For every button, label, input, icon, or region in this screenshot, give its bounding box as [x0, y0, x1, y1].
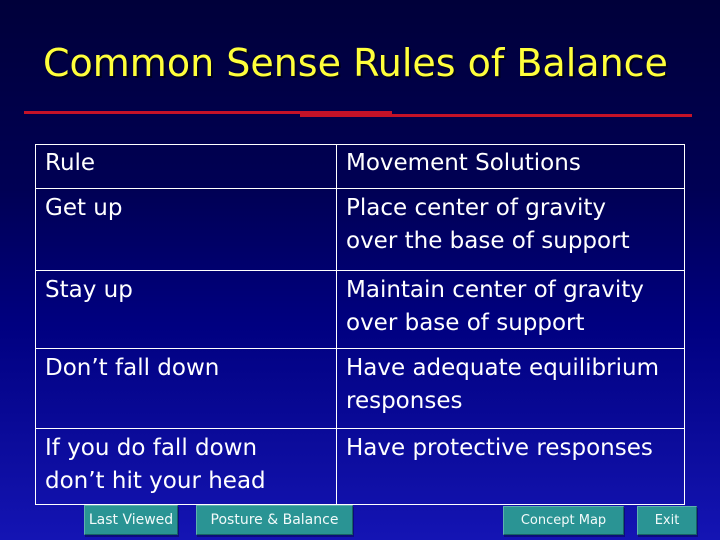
posture-and-balance-button[interactable]: Posture & Balance [196, 505, 353, 535]
solution-cell-place-center-of-gravity: Place center of gravity over the base of… [336, 188, 685, 271]
rule-cell-dont-fall-down: Don’t fall down [35, 348, 337, 429]
title-underline-right-segment [300, 114, 692, 117]
table-row: If you do fall down don’t hit your head … [35, 428, 685, 505]
table-row: Get up Place center of gravity over the … [35, 188, 685, 271]
slide-title: Common Sense Rules of Balance [43, 41, 668, 85]
column-header-movement-solutions: Movement Solutions [336, 144, 685, 189]
rule-cell-stay-up: Stay up [35, 270, 337, 349]
title-underline-left-segment [24, 111, 392, 114]
exit-button[interactable]: Exit [637, 506, 697, 535]
table-row: Stay up Maintain center of gravity over … [35, 270, 685, 349]
rule-cell-get-up: Get up [35, 188, 337, 271]
solution-cell-maintain-center-of-gravity: Maintain center of gravity over base of … [336, 270, 685, 349]
rules-table: Rule Movement Solutions Get up Place cen… [35, 144, 685, 505]
column-header-rule: Rule [35, 144, 337, 189]
rule-cell-if-you-do-fall-down: If you do fall down don’t hit your head [35, 428, 337, 505]
solution-cell-protective-responses: Have protective responses [336, 428, 685, 505]
table-header-row: Rule Movement Solutions [35, 144, 685, 189]
concept-map-button[interactable]: Concept Map [503, 506, 624, 535]
table-row: Don’t fall down Have adequate equilibriu… [35, 348, 685, 429]
last-viewed-button[interactable]: Last Viewed [84, 505, 178, 535]
solution-cell-equilibrium-responses: Have adequate equilibrium responses [336, 348, 685, 429]
